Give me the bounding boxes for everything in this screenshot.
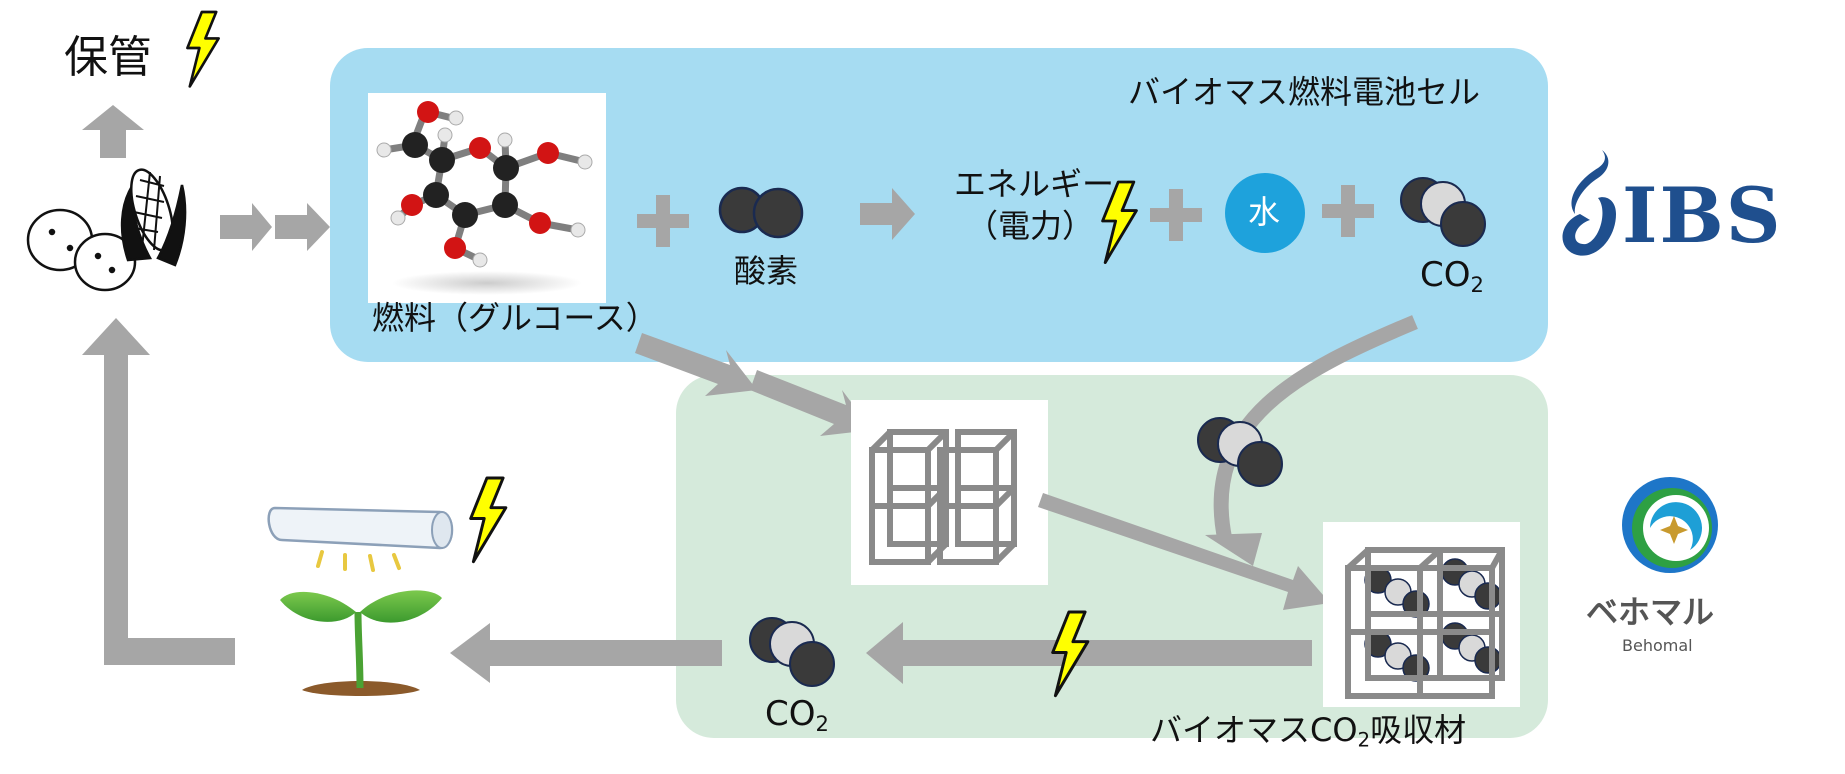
glucose-molecule-icon bbox=[376, 101, 593, 295]
absorbent-prefix: バイオマスCO bbox=[1150, 711, 1358, 749]
oxygen-label: 酸素 bbox=[734, 252, 799, 290]
behomal-logo bbox=[1622, 477, 1718, 573]
release-arrow bbox=[866, 622, 1312, 684]
water-label: 水 bbox=[1248, 193, 1281, 231]
lamp-icon bbox=[267, 506, 454, 572]
storage-arrow bbox=[82, 105, 144, 158]
plus-icon bbox=[637, 185, 1374, 247]
reaction-arrow bbox=[860, 188, 915, 240]
absorbent-label: バイオマスCO2吸収材 bbox=[1150, 714, 1466, 750]
sprout-icon bbox=[280, 590, 442, 696]
oxygen-molecule-icon bbox=[718, 186, 804, 239]
cage-icon bbox=[869, 429, 1017, 565]
energy-label: エネルギー bbox=[954, 165, 1115, 203]
flow-arrow bbox=[635, 333, 872, 436]
co2-bottom-label: CO2 bbox=[765, 697, 829, 734]
lightning-icon bbox=[186, 10, 220, 88]
co2-bottom-base: CO bbox=[765, 694, 816, 734]
absorbent-suffix: 吸収材 bbox=[1370, 711, 1467, 749]
potato-corn-icon bbox=[26, 168, 187, 292]
co2-top-label: CO2 bbox=[1420, 258, 1484, 295]
lightning-icon bbox=[469, 476, 508, 564]
absorbent-subscript: 2 bbox=[1357, 728, 1371, 752]
flow-arrow bbox=[1038, 493, 1330, 610]
co2-capture-arrowhead bbox=[1205, 533, 1262, 566]
cage-image-bg bbox=[851, 400, 1048, 585]
supply-arrow bbox=[450, 623, 722, 683]
ibs-logo bbox=[1562, 150, 1616, 256]
co2-top-subscript: 2 bbox=[1470, 271, 1484, 297]
return-arrow bbox=[82, 318, 235, 665]
storage-label: 保管 bbox=[64, 32, 152, 83]
fuel-cell-panel bbox=[330, 48, 1548, 362]
behomal-logo-jp: ベホマル bbox=[1586, 593, 1715, 631]
energy-sub-label: （電力） bbox=[966, 207, 1095, 245]
fuel-label: 燃料（グルコース） bbox=[372, 299, 658, 337]
ibs-logo-text: IBS bbox=[1622, 171, 1783, 260]
water-icon bbox=[1225, 173, 1305, 253]
input-arrows bbox=[220, 203, 330, 251]
fuel-cell-title: バイオマス燃料電池セル bbox=[1128, 73, 1481, 111]
filled-cage-icon bbox=[1345, 547, 1505, 699]
behomal-logo-en: Behomal bbox=[1622, 636, 1693, 655]
co2-capture-arrow bbox=[1213, 315, 1418, 542]
co2-top-base: CO bbox=[1420, 255, 1471, 295]
co2-bottom-subscript: 2 bbox=[815, 710, 829, 736]
